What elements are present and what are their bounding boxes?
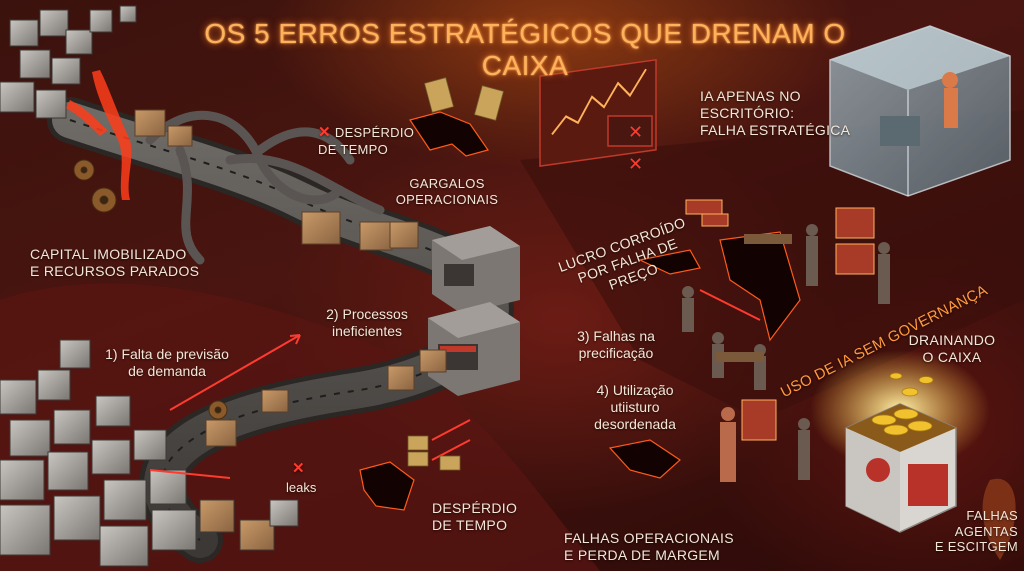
label-falhas-agentas: FALHAS AGENTAS E ESCITGEM [934, 508, 1018, 555]
svg-text:✕: ✕ [628, 154, 643, 174]
cube-pile-top [0, 5, 137, 119]
glass-office [829, 25, 1011, 197]
gears [73, 159, 228, 420]
label-gargalos: GARGALOS OPERACIONAIS [395, 176, 499, 207]
money-bills [407, 77, 504, 471]
tentacle-pipes [145, 110, 385, 265]
page-title: OS 5 ERROS ESTRATÉGICOS QUE DRENAM O CAI… [204, 18, 846, 81]
label-drenando-caixa: DRAINANDO O CAIXA [908, 332, 996, 365]
label-falhas-precificacao: 3) Falhas na precificação [577, 328, 655, 361]
label-desperdicio-bottom: DESPÉRDIO DE TEMPO [432, 500, 518, 533]
svg-text:✕: ✕ [628, 122, 643, 142]
label-capital-imobilizado: CAPITAL IMOBILIZADO E RECURSOS PARADOS [30, 246, 200, 279]
workers [682, 224, 890, 482]
dashboards [685, 199, 875, 441]
label-desperdicio-top: ✕DESPÉRDIO DE TEMPO [318, 124, 415, 157]
lava-flows [66, 70, 132, 200]
label-ia-escritorio: IA APENAS NO ESCRITÓRIO: FALHA ESTRATÉGI… [700, 88, 851, 138]
label-processos-ineficientes: 2) Processos ineficientes [326, 306, 408, 339]
cube-pile-bottom [0, 339, 299, 567]
red-arrows [149, 289, 761, 479]
machine-gargalos [432, 226, 520, 314]
boxes-on-belt [134, 109, 447, 447]
profit-chart-panel: ✕ ✕ [539, 58, 657, 174]
desks [716, 234, 792, 362]
error-x-icon: ✕ [292, 460, 305, 477]
label-falhas-operacionais: FALHAS OPERACIONAIS E PERDA DE MARGEM [564, 530, 734, 563]
error-x-icon: ✕ [318, 124, 331, 141]
ground-cracks [359, 111, 801, 511]
label-falta-previsao: 1) Falta de previsão de demanda [105, 346, 229, 379]
cash-safe [810, 350, 990, 533]
machine-processos [428, 302, 520, 396]
leaf-decoration [982, 478, 1016, 560]
label-leaks: ✕ leaks [286, 460, 317, 495]
label-utilizacao-desordenada: 4) Utilização utiisturo desordenada [594, 382, 676, 432]
